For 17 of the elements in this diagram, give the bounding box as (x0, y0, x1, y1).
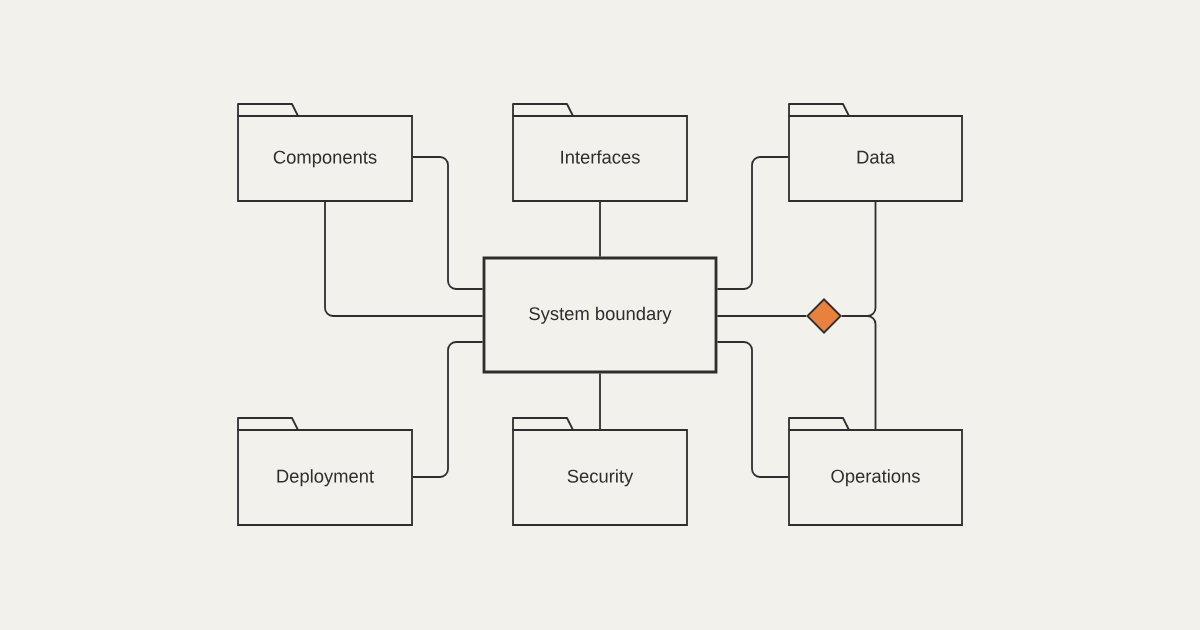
folder: Data (788, 103, 963, 202)
folder: Security (512, 417, 688, 526)
system-box: System boundary (482, 256, 718, 374)
diamond-shape (806, 298, 842, 334)
connector-line (599, 372, 601, 430)
connector-line (412, 156, 484, 290)
connector-line (716, 341, 789, 478)
connector-line (716, 156, 789, 290)
connector-line (412, 341, 484, 478)
folder: Deployment (237, 417, 413, 526)
folder: Operations (788, 417, 963, 526)
connector-line (841, 315, 877, 430)
folder: Interfaces (512, 103, 688, 202)
connector-line (599, 201, 601, 258)
connector-line (324, 201, 484, 317)
folder: Components (237, 103, 413, 202)
connector-line (716, 315, 807, 317)
